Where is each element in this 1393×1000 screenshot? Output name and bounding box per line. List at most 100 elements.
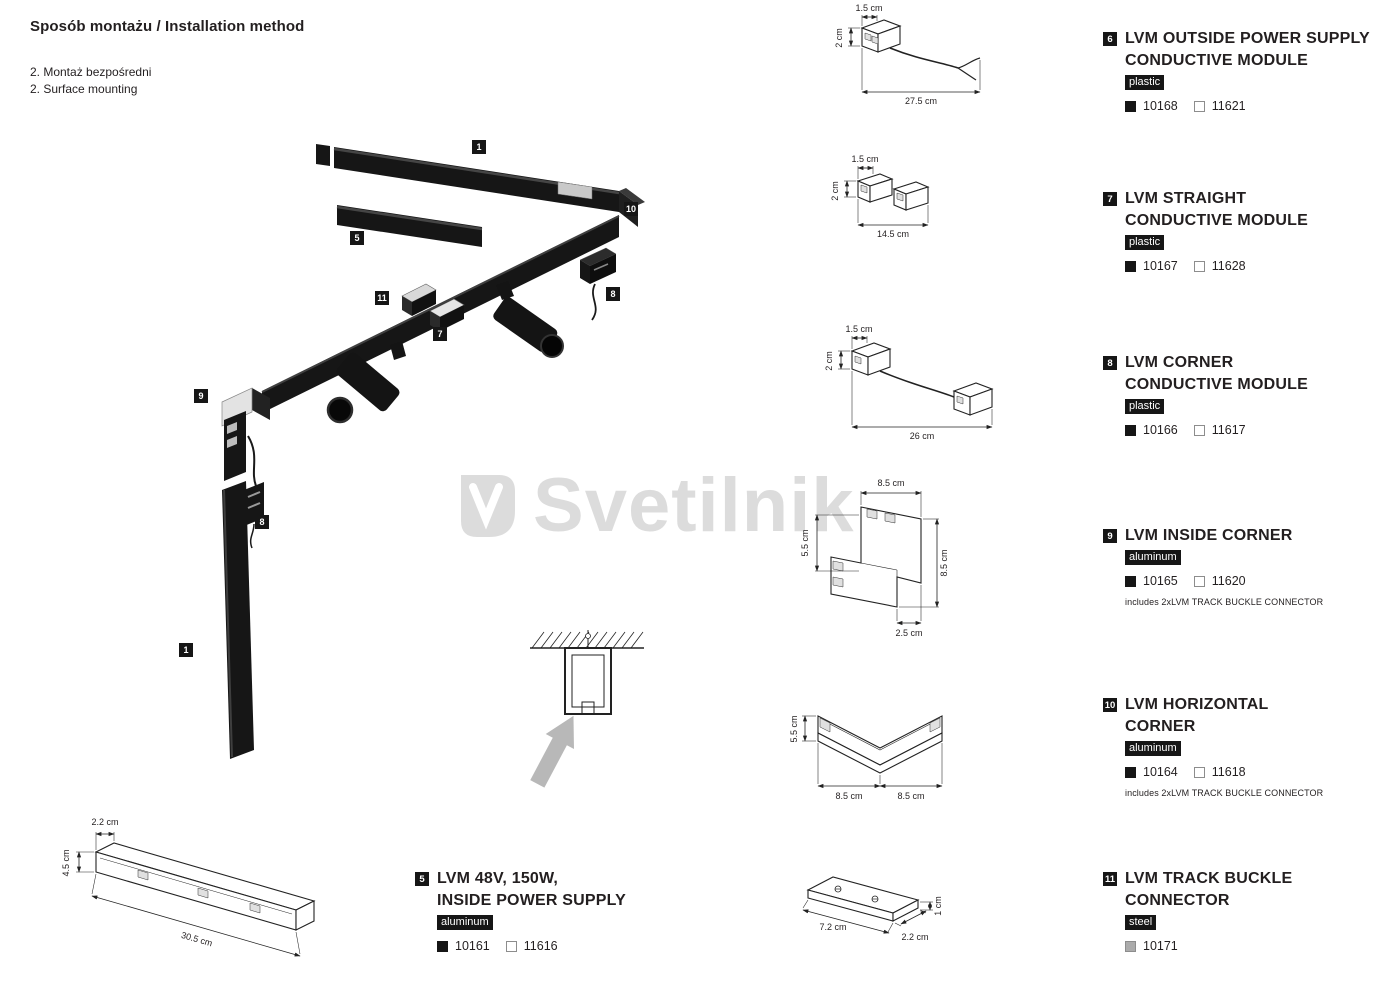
- subtitle-pl: 2. Montaż bezpośredni: [30, 65, 152, 79]
- dim-label: 2.2 cm: [901, 932, 928, 942]
- product-note: includes 2xLVM TRACK BUCKLE CONNECTOR: [1125, 788, 1324, 798]
- white-variant-swatch-icon: [1193, 424, 1205, 436]
- product-code: 11621: [1211, 99, 1246, 113]
- module-body: [856, 173, 930, 211]
- outside-module-dimension-drawing: 1.5 cm 2 cm 27.5 cm: [834, 3, 981, 106]
- steel-variant-swatch-icon: [1125, 940, 1136, 952]
- product-note: includes 2xLVM TRACK BUCKLE CONNECTOR: [1125, 597, 1324, 607]
- module-body: [850, 342, 994, 416]
- product-title-line: CONDUCTIVE MODULE: [1125, 376, 1308, 393]
- subtitle-en: 2. Surface mounting: [30, 82, 138, 96]
- ceiling-mount-detail: [530, 630, 644, 788]
- header: Sposób montażu / Installation method: [30, 18, 304, 35]
- material-tag: steel: [1125, 915, 1157, 930]
- callout-corner-module-right: 8: [606, 287, 620, 301]
- product-number-badge: 9: [1103, 529, 1117, 543]
- product-title-line: LVM STRAIGHT: [1125, 190, 1247, 207]
- mounting-arrow: [530, 715, 574, 788]
- product-code: 11620: [1211, 574, 1246, 588]
- product-title-line: LVM 48V, 150W,: [437, 870, 559, 887]
- dim-label: 30.5 cm: [180, 930, 214, 948]
- material-tag: plastic: [1125, 235, 1165, 250]
- track-cross-section: [564, 630, 612, 715]
- product-codes: 10165 11620: [1125, 574, 1388, 588]
- product-codes: 10161 11616: [437, 939, 700, 953]
- product-codes: 10168 11621: [1125, 99, 1388, 113]
- product-code: 11618: [1211, 765, 1246, 779]
- dim-label: 8.5 cm: [835, 791, 862, 801]
- black-variant-swatch-icon: [437, 940, 448, 952]
- dim-label: 1.5 cm: [851, 154, 878, 164]
- top-track: [333, 147, 620, 212]
- dim-label: 7.2 cm: [819, 922, 846, 932]
- inside-corner-assembly: [221, 387, 270, 481]
- dim-label: 14.5 cm: [877, 229, 909, 239]
- dim-label: 2.5 cm: [895, 628, 922, 638]
- material-tag: plastic: [1125, 75, 1165, 90]
- buckle-connector-dimension-drawing: 7.2 cm 2.2 cm 1 cm: [802, 876, 943, 942]
- horizontal-corner-dimension-drawing: 5.5 cm 8.5 cm 8.5 cm: [789, 715, 943, 801]
- corner-body: [817, 715, 943, 774]
- white-variant-swatch-icon: [1193, 100, 1205, 112]
- product-number-badge: 10: [1103, 698, 1117, 712]
- dim-label: 8.5 cm: [897, 791, 924, 801]
- product-code: 11617: [1211, 423, 1246, 437]
- dim-label: 26 cm: [910, 431, 935, 441]
- spotlight-right: [493, 281, 564, 358]
- dim-label: 1.5 cm: [845, 324, 872, 334]
- buckle-connector-piece: [401, 283, 437, 316]
- material-tag: aluminum: [437, 915, 493, 930]
- product-title-line: CONDUCTIVE MODULE: [1125, 52, 1308, 69]
- black-variant-swatch-icon: [1125, 100, 1136, 112]
- corner-module-dimension-drawing: 1.5 cm 2 cm 26 cm: [824, 324, 994, 441]
- material-tag: plastic: [1125, 399, 1165, 414]
- dim-label: 2 cm: [834, 28, 844, 48]
- black-variant-swatch-icon: [1125, 424, 1136, 436]
- product-code: 10166: [1143, 423, 1178, 437]
- straight-module-dimension-drawing: 1.5 cm 2 cm 14.5 cm: [830, 154, 930, 239]
- callout-inside-corner: 9: [194, 389, 208, 403]
- dim-label: 1 cm: [933, 896, 943, 916]
- product-item-inside-corner: 9 LVM INSIDE CORNER aluminum 10165 11620…: [1103, 525, 1388, 607]
- dim-label: 5.5 cm: [789, 715, 799, 742]
- corner-module-cable-right: [579, 247, 617, 321]
- product-title-line: CONDUCTIVE MODULE: [1125, 212, 1308, 229]
- track-end-cap: [316, 144, 330, 166]
- installation-isometric-drawing: [221, 144, 645, 759]
- product-item-inside-power-supply: 5 LVM 48V, 150W, INSIDE POWER SUPPLY alu…: [415, 868, 700, 953]
- corner-body: [830, 506, 922, 608]
- product-title-line: LVM HORIZONTAL: [1125, 696, 1269, 713]
- power-supply-body: [94, 842, 316, 931]
- product-code: 10171: [1143, 939, 1178, 953]
- callout-corner-module-left: 8: [255, 515, 269, 529]
- product-codes: 10164 11618: [1125, 765, 1388, 779]
- dim-label: 1.5 cm: [855, 3, 882, 13]
- power-supply-bar: [336, 205, 483, 247]
- dim-label: 4.5 cm: [61, 849, 71, 876]
- dim-label: 2.2 cm: [91, 817, 118, 827]
- product-title-line: LVM INSIDE CORNER: [1125, 527, 1293, 544]
- white-variant-swatch-icon: [505, 940, 517, 952]
- material-tag: aluminum: [1125, 741, 1181, 756]
- product-code: 11628: [1211, 259, 1246, 273]
- product-title-line: INSIDE POWER SUPPLY: [437, 892, 627, 909]
- product-item-corner-module: 8 LVM CORNER CONDUCTIVE MODULE plastic 1…: [1103, 352, 1388, 437]
- inside-corner-dimension-drawing: 8.5 cm 5.5 cm 8.5 cm 2.5 cm: [800, 478, 949, 638]
- vertical-track: [222, 481, 254, 759]
- watermark-text: Svetilnik: [533, 463, 855, 548]
- watermark: Svetilnik: [455, 462, 855, 549]
- product-title-line: LVM CORNER: [1125, 354, 1234, 371]
- callout-top-track: 1: [472, 140, 486, 154]
- straight-module-piece: [429, 298, 465, 331]
- white-variant-swatch-icon: [1193, 260, 1205, 272]
- spotlight-left: [326, 341, 406, 424]
- callout-buckle: 11: [375, 291, 389, 305]
- product-code: 10165: [1143, 574, 1178, 588]
- product-number-badge: 11: [1103, 872, 1117, 886]
- dim-label: 8.5 cm: [877, 478, 904, 488]
- product-item-buckle-connector: 11 LVM TRACK BUCKLE CONNECTOR steel 1017…: [1103, 868, 1388, 953]
- black-variant-swatch-icon: [1125, 260, 1136, 272]
- power-supply-dimension-drawing: 2.2 cm 4.5 cm 30.5 cm: [61, 817, 316, 957]
- callout-power-supply: 5: [350, 231, 364, 245]
